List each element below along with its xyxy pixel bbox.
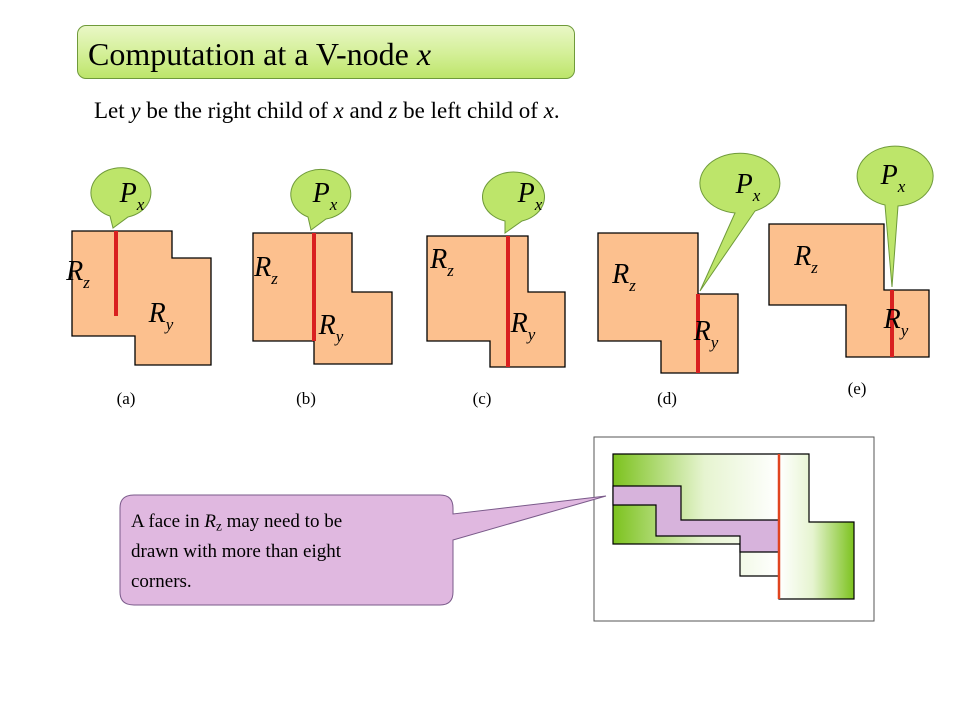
subtitle-part: Let [94,98,131,123]
ry-label: Ry [883,304,909,340]
px-label: Px [312,178,338,214]
rz-label: Rz [65,256,90,292]
svg-text:Rz: Rz [429,244,454,280]
region-shape [597,232,739,374]
case-e: Px Rz Ry (e) [768,145,934,398]
px-label: Px [735,169,761,205]
region-shape [426,235,566,368]
svg-text:Ry: Ry [318,310,344,346]
ry-label: Ry [148,298,174,334]
px-label: Px [517,178,543,214]
px-balloon [699,152,781,292]
case-caption: (d) [657,389,677,408]
px-balloon [290,168,352,231]
svg-text:Rz: Rz [65,256,90,292]
svg-text:Rz: Rz [611,259,636,295]
region-shape [71,230,212,366]
case-caption: (e) [848,379,867,398]
svg-text:Ry: Ry [693,316,719,352]
case-caption: (b) [296,389,316,408]
slide-subtitle: Let y be the right child of x and z be l… [94,98,560,124]
callout-shape [119,494,607,606]
svg-text:Ry: Ry [148,298,174,334]
svg-text:Px: Px [517,178,543,214]
rz-label: Rz [253,252,278,288]
subtitle-part: and [343,98,389,123]
slide-title: Computation at a V-node x [88,36,432,72]
region-shape [768,223,930,358]
callout-text: A face in Rz may need to be drawn with m… [131,511,343,592]
case-b: Px Rz Ry (b) [252,168,393,408]
px-balloon [856,145,934,288]
case-a: Px Rz Ry (a) [65,167,212,408]
svg-text:Rz: Rz [793,241,818,277]
ry-label: Ry [318,310,344,346]
title-banner: Computation at a V-node x [77,25,575,79]
svg-text:Rz: Rz [253,252,278,288]
rz-label: Rz [611,259,636,295]
case-caption: (c) [473,389,492,408]
region-shape [252,232,393,365]
subtitle-part: be the right child of [140,98,334,123]
px-balloon [90,167,152,229]
subtitle-part: be left child of [397,98,544,123]
purple-face [612,485,780,553]
px-label: Px [119,178,145,214]
px-balloon [482,171,545,234]
subtitle-part: z [388,98,398,123]
ry-label: Ry [510,308,536,344]
px-label: Px [880,160,906,196]
case-d: Px Rz Ry (d) [597,152,781,408]
svg-text:Px: Px [119,178,145,214]
case-c: Px Rz Ry (c) [426,171,566,408]
subtitle-part: x [543,98,554,123]
svg-text:Ry: Ry [883,304,909,340]
svg-text:Px: Px [880,160,906,196]
subtitle-part: x [333,98,344,123]
ry-label: Ry [693,316,719,352]
subtitle-part: y [130,98,141,123]
rz-label: Rz [429,244,454,280]
svg-text:Px: Px [312,178,338,214]
svg-text:Px: Px [735,169,761,205]
rz-label: Rz [793,241,818,277]
zoomed-face [612,453,855,600]
subtitle-part: . [553,98,560,123]
svg-text:Ry: Ry [510,308,536,344]
case-caption: (a) [117,389,136,408]
